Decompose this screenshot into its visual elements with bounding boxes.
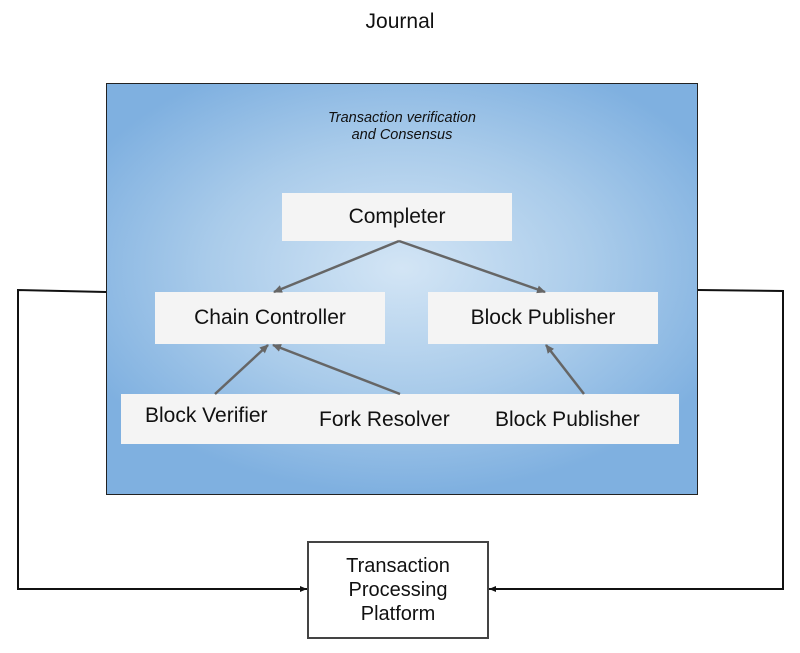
chain-controller-node: Chain Controller (155, 292, 385, 344)
block-verifier-node: Block Verifier (145, 404, 268, 427)
fork-resolver-node: Fork Resolver (319, 408, 450, 431)
panel-caption-line-2: and Consensus (351, 127, 453, 143)
platform-line-1: Transaction (346, 555, 450, 577)
block-publisher-top-node: Block Publisher (428, 292, 658, 344)
block-publisher-bottom-node: Block Publisher (495, 408, 640, 431)
diagram-title: Journal (365, 10, 435, 33)
platform-line-3: Platform (360, 603, 436, 625)
panel-caption-line-1: Transaction verification (327, 110, 477, 126)
platform-line-2: Processing (348, 579, 448, 601)
completer-node: Completer (282, 193, 512, 241)
transaction-processing-platform-node: Transaction Processing Platform (307, 541, 489, 639)
panel-caption: Transaction verification and Consensus (107, 110, 697, 144)
bottom-components-row: Block Verifier Fork Resolver Block Publi… (121, 394, 679, 444)
